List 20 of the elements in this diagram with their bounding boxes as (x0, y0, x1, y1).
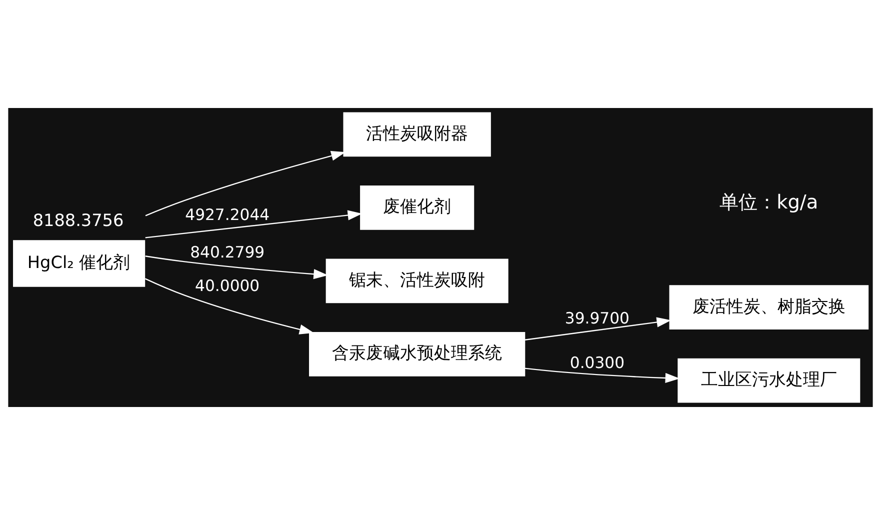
arrow (145, 150, 346, 216)
arrow (145, 210, 362, 238)
node-box: 工业区污水处理厂 (678, 358, 860, 402)
node-box: HgCl₂ 催化剂 (13, 240, 146, 286)
edge-label: 39.9700 (564, 308, 630, 327)
node-box: 废活性炭、树脂交换 (669, 284, 869, 330)
edge-label: 40.0000 (195, 276, 260, 294)
arrow (145, 255, 328, 279)
node-box: 活性炭吸附器 (343, 112, 491, 156)
arrow (144, 278, 314, 334)
node-label: 8188.3756 (32, 209, 124, 230)
edge-label: 4927.2044 (185, 206, 270, 224)
arrow (524, 367, 680, 383)
edge-label: 0.0300 (570, 353, 625, 372)
label: 单位：kg/a (720, 190, 818, 214)
node-box: 含汞废碱水预处理系统 (309, 331, 526, 376)
edge-label: 840.2799 (190, 242, 265, 261)
node-box: 废催化剂 (360, 184, 474, 230)
node-box: 锯末、活性炭吸附 (326, 258, 508, 303)
arrow (524, 316, 672, 340)
